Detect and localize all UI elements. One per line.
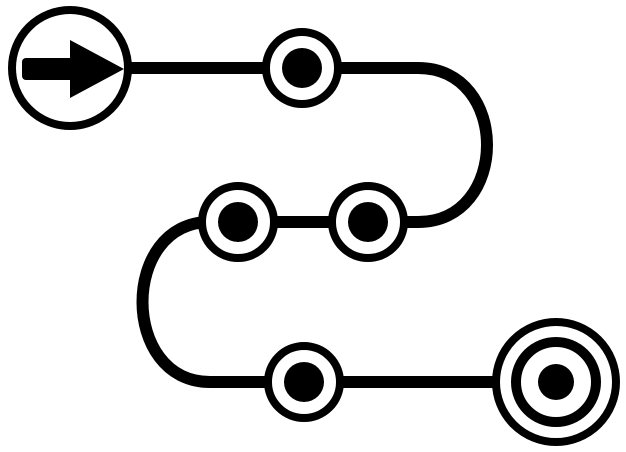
milestone-4 [264,342,344,422]
roadmap-path [64,62,562,388]
end-node [492,318,620,446]
milestone-1 [262,28,342,108]
filled-dot-icon [218,202,258,242]
milestone-2 [328,182,408,262]
filled-dot-icon [348,202,388,242]
right-arrow-icon [22,40,124,98]
filled-dot-icon [284,362,324,402]
milestone-3 [198,182,278,262]
start-node [8,6,132,130]
target-bullseye-icon [538,364,574,400]
filled-dot-icon [282,48,322,88]
